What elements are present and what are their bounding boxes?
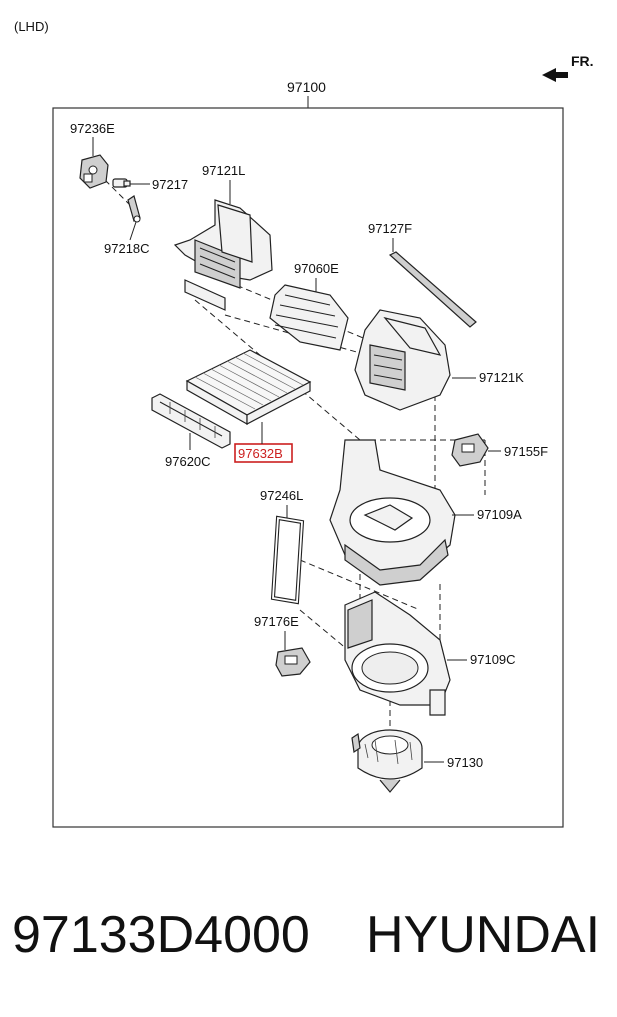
label-97130: 97130 — [447, 755, 483, 770]
actuator-97236E — [79, 154, 109, 189]
door-97060E — [269, 284, 349, 351]
label-97620C: 97620C — [165, 454, 211, 469]
variant-label: (LHD) — [14, 19, 49, 34]
label-97218C: 97218C — [104, 241, 150, 256]
label-97121L: 97121L — [202, 163, 245, 178]
label-97127F: 97127F — [368, 221, 412, 236]
brand-name: HYUNDAI — [366, 906, 601, 964]
connector-97217 — [112, 178, 131, 188]
label-97217: 97217 — [152, 177, 188, 192]
cover-97620C — [151, 393, 231, 449]
part-number: 97133D4000 — [12, 906, 310, 964]
case-97121K — [354, 309, 451, 411]
lever-97218C — [127, 195, 141, 223]
strip-97127F — [388, 251, 477, 328]
label-97236E: 97236E — [70, 121, 115, 136]
label-97155F: 97155F — [504, 444, 548, 459]
label-97109A: 97109A — [477, 507, 522, 522]
label-97060E: 97060E — [294, 261, 339, 276]
filter-97632B — [185, 349, 312, 426]
assembly-frame — [52, 107, 564, 828]
case-97121L — [173, 199, 273, 311]
label-97176E: 97176E — [254, 614, 299, 629]
label-97246L: 97246L — [260, 488, 303, 503]
resistor-97155F — [451, 433, 489, 467]
label-97632B: 97632B — [238, 446, 283, 461]
seal-97246L — [270, 515, 305, 605]
parts-diagram: (LHD) FR. 97100 97236E 97217 — [14, 19, 594, 828]
label-97109C: 97109C — [470, 652, 516, 667]
highlight-box-97632B — [234, 443, 293, 463]
housing-97109C — [344, 591, 451, 716]
housing-97109A — [329, 439, 456, 586]
direction-label: FR. — [571, 53, 594, 69]
motor-97130 — [351, 729, 423, 793]
label-97121K: 97121K — [479, 370, 524, 385]
front-arrow-icon — [542, 68, 568, 82]
assembly-number: 97100 — [287, 79, 326, 95]
connector-97176E — [275, 647, 311, 677]
